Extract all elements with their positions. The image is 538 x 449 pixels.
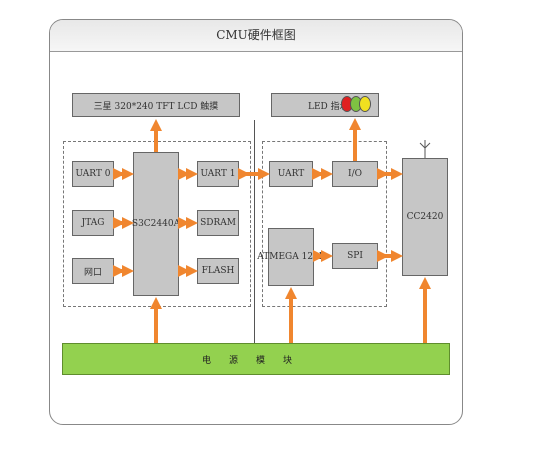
title-bar [50, 20, 462, 52]
netport-block: 网口 [72, 258, 114, 284]
antenna-icon [419, 140, 431, 158]
power-module-block: 电源模块 [62, 343, 450, 375]
flash-block: FLASH [197, 258, 239, 284]
io-block: I/O [332, 161, 378, 187]
rf-group-dashed [262, 141, 387, 307]
cc2420-block: CC2420 [402, 158, 448, 276]
divider-line [254, 120, 255, 343]
atmega128l-block: ATMEGA 128L [257, 228, 325, 286]
spi-block: SPI [332, 243, 378, 269]
soc-s3c2440a-block: S3C2440A [132, 152, 180, 296]
sdram-block: SDRAM [197, 210, 239, 236]
lcd-touch-block: 三星 320*240 TFT LCD 触摸 [72, 93, 240, 117]
uart0-block: UART 0 [72, 161, 114, 187]
led-yellow-icon [359, 96, 371, 112]
diagram-title: CMU硬件框图 [216, 28, 296, 42]
uart-block: UART [269, 161, 313, 187]
